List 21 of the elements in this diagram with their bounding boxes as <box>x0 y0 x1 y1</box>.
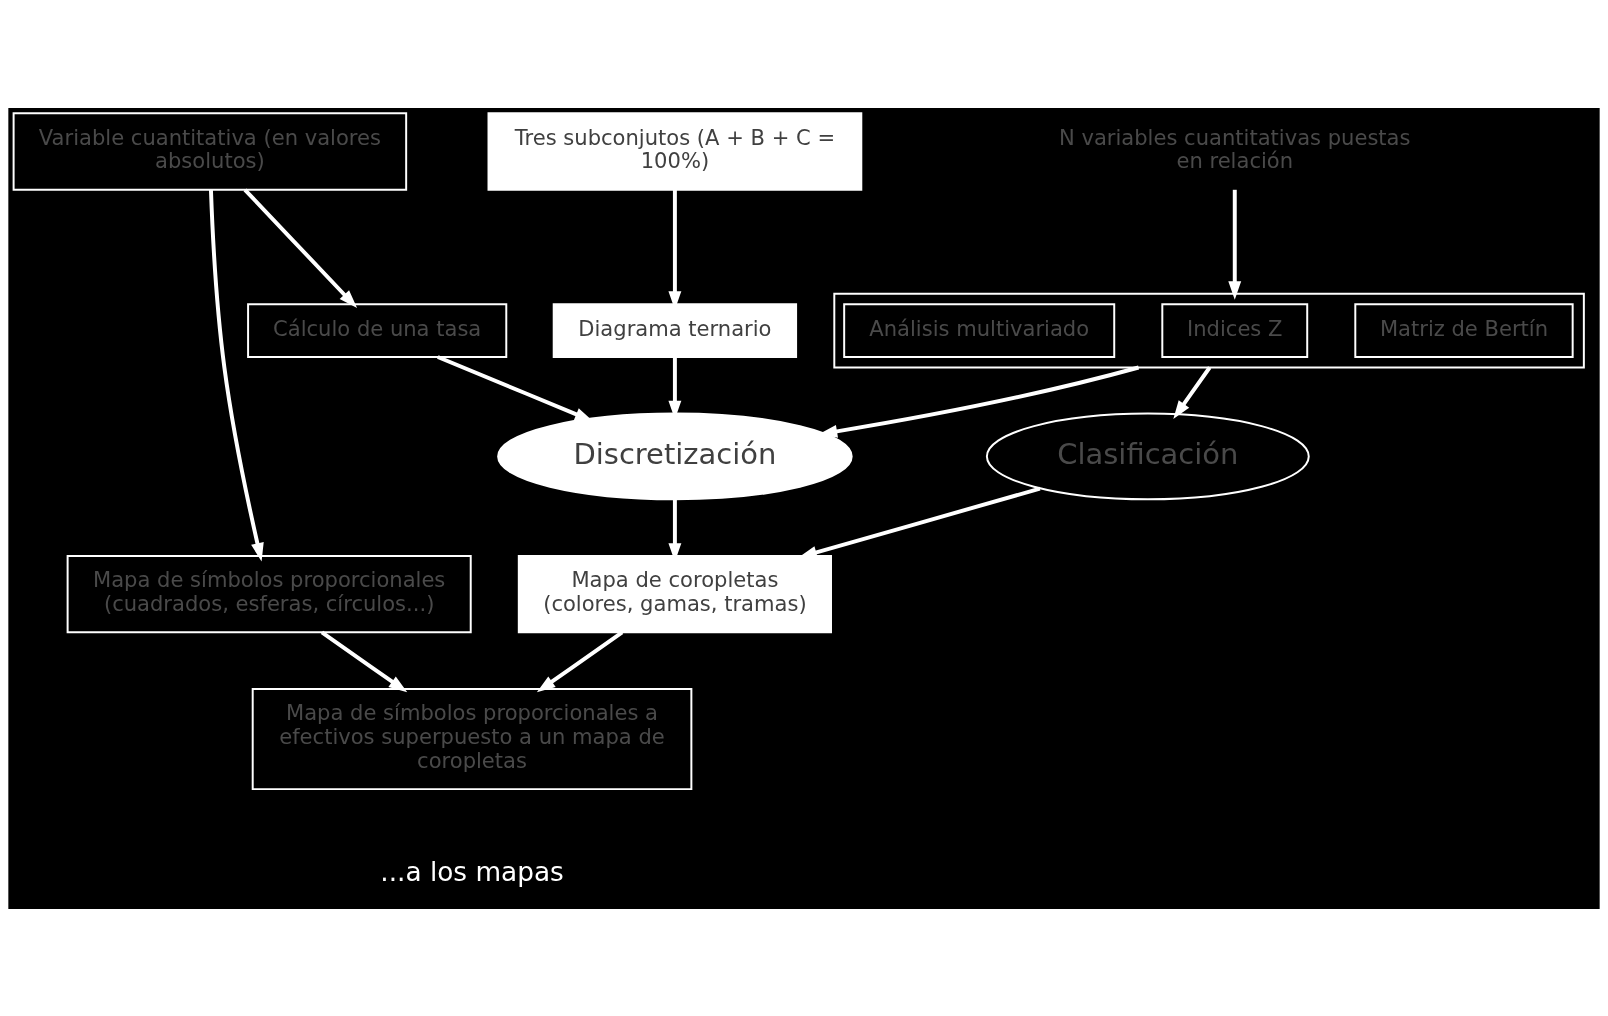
node-text: N variables cuantitativas puestas en relación <box>1059 124 1411 173</box>
node-box: Mapa de símbolos proporcionales a efectivos superpuesto a un mapa de coropletas <box>251 687 693 790</box>
arrow <box>208 189 264 561</box>
node-box: Tres subconjutos (A + B + C = 100%) <box>487 111 863 191</box>
node-box: Diagrama ternario <box>552 302 798 358</box>
node-box: Cálculo de una tasa <box>247 302 508 358</box>
node-box: Análisis multivariado <box>843 302 1116 358</box>
node-box: Matriz de Bertín <box>1354 302 1574 358</box>
cluster <box>833 292 1585 368</box>
node-ellipse: Clasificación <box>985 412 1310 500</box>
arrow <box>1173 365 1212 419</box>
node-box: Indices Z <box>1161 302 1309 358</box>
label: ...a los mapas <box>380 856 564 887</box>
node-box: Variable cuantitativa (en valores absolutos) <box>12 111 408 191</box>
arrow <box>536 630 624 692</box>
node-box: Mapa de coropletas (colores, gamas, tramas) <box>517 554 832 633</box>
node-box: Mapa de símbolos proporcionales (cuadrados, esferas, círculos...) <box>66 554 472 633</box>
arrow <box>243 187 358 308</box>
arrow <box>320 630 408 692</box>
node-ellipse: Discretización <box>497 412 853 500</box>
arrow <box>1228 189 1242 300</box>
